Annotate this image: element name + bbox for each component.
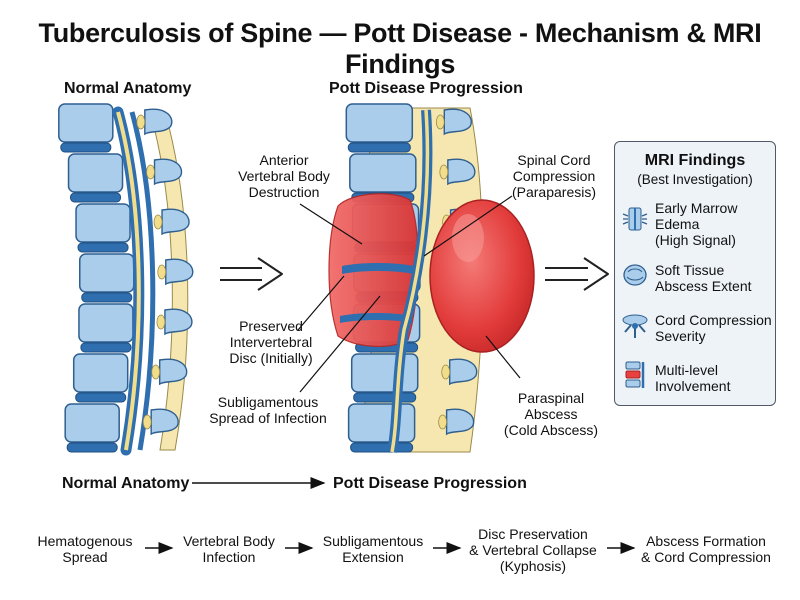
facet-joint: [435, 114, 445, 130]
vertebral-body: [347, 403, 416, 443]
intervertebral-disc: [77, 242, 129, 253]
label-subligamentous-spread: Subligamentous Spread of Infection: [209, 394, 327, 426]
marrow-edema-icon: [622, 207, 648, 231]
page-title: Tuberculosis of Spine — Pott Disease - M…: [38, 18, 762, 79]
heading-normal-anatomy: Normal Anatomy: [64, 80, 192, 97]
mri-item-multilevel: Multi-level Involvement: [615, 360, 775, 410]
mri-title: MRI Findings: [644, 152, 746, 169]
vertebral-body: [345, 103, 414, 143]
mri-item-cord-compression: Cord Compression Severity: [615, 310, 775, 360]
spinous-process: [447, 158, 476, 186]
mri-subtitle: (Best Investigation): [637, 172, 753, 187]
spinous-process: [150, 408, 179, 436]
intervertebral-disc: [350, 442, 414, 453]
normal-spine: [58, 103, 194, 456]
facet-joint: [438, 414, 448, 430]
facet-joint: [157, 264, 167, 280]
spinous-process: [161, 208, 190, 236]
facet-joint: [146, 164, 155, 180]
vertebral-body: [78, 303, 134, 343]
facet-joint: [156, 314, 166, 330]
progression-arrow: [220, 257, 283, 291]
vertebral-body: [64, 403, 120, 443]
flow-step-disc-collapse: Disc Preservation& Vertebral Collapse(Ky…: [469, 526, 597, 574]
spinous-process: [144, 108, 173, 136]
intervertebral-disc: [66, 442, 118, 453]
spinous-process: [153, 158, 183, 186]
facet-joint: [136, 114, 146, 130]
heading-pott-progression: Pott Disease Progression: [329, 80, 523, 97]
cord-compression-icon: [622, 314, 648, 338]
normal-spinous-processes: [136, 108, 194, 436]
intervertebral-disc: [75, 392, 127, 403]
multilevel-icon: [625, 361, 645, 388]
mri-arrow: [545, 257, 609, 291]
mri-item-abscess-extent: Soft Tissue Abscess Extent: [615, 260, 775, 310]
intervertebral-disc: [60, 142, 112, 153]
flow-step-abscess-compression: Abscess Formation& Cord Compression: [641, 533, 771, 565]
facet-joint: [439, 164, 449, 180]
label-cord-compression: Spinal Cord Compression (Paraparesis): [511, 152, 597, 200]
facet-joint: [153, 214, 163, 230]
intervertebral-disc: [353, 392, 417, 403]
vertebral-body: [350, 353, 419, 393]
paraspinal-abscess: [429, 199, 535, 353]
intervertebral-disc: [70, 192, 122, 203]
mri-item-marrow-edema: Early Marrow Edema (High Signal): [615, 198, 775, 248]
vertebral-body: [349, 153, 417, 193]
pott-spine: [328, 103, 535, 453]
preserved-disc: [342, 263, 414, 274]
facet-joint: [151, 364, 161, 380]
label-preserved-disc: Preserved Intervertebral Disc (Initially…: [229, 318, 313, 366]
spinous-process: [445, 408, 475, 436]
mri-findings-panel: MRI Findings (Best Investigation) Early …: [614, 141, 776, 406]
annotation-leaders: [297, 195, 521, 393]
bottom-normal-anatomy: Normal Anatomy: [62, 475, 190, 492]
vertebral-body: [58, 103, 114, 143]
abscess-icon: [623, 264, 647, 286]
spinous-process: [165, 258, 194, 286]
spinous-process: [443, 108, 472, 136]
vertebral-body: [75, 203, 131, 243]
label-anterior-destruction: Anterior Vertebral Body Destruction: [238, 152, 330, 200]
bottom-pott-progression: Pott Disease Progression: [333, 475, 527, 492]
spinous-process: [158, 358, 188, 386]
facet-joint: [142, 414, 152, 430]
normal-vertebral-bodies: [58, 103, 135, 453]
label-paraspinal-abscess: Paraspinal Abscess (Cold Abscess): [503, 390, 599, 438]
intervertebral-disc: [347, 142, 411, 153]
vertebral-body: [67, 153, 124, 193]
intervertebral-disc: [81, 292, 133, 303]
vertebral-body: [72, 353, 129, 393]
intervertebral-disc: [80, 342, 132, 353]
spinous-process: [449, 358, 478, 386]
facet-joint: [441, 364, 451, 380]
vertebral-body: [79, 253, 135, 293]
spinous-process: [164, 308, 193, 336]
